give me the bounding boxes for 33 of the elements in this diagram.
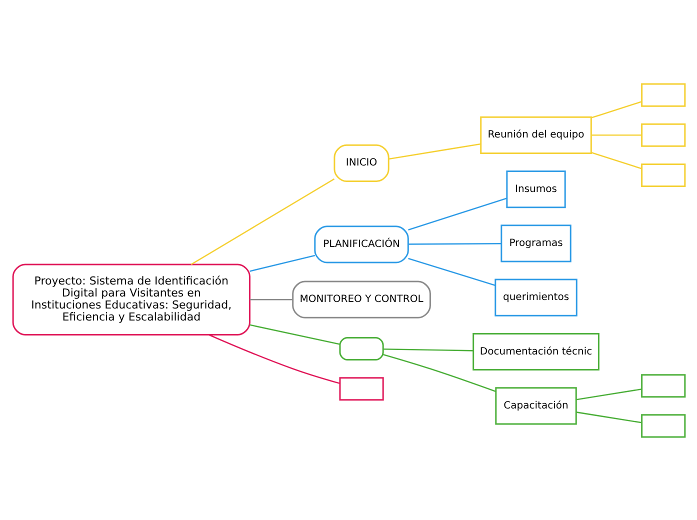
- node-box: Insumos: [506, 170, 566, 208]
- connector: [576, 411, 642, 423]
- connector: [190, 178, 334, 265]
- node-box: Documentación técnic: [472, 332, 599, 370]
- node-box: [640, 82, 686, 106]
- node-box: Capacitación: [494, 386, 576, 424]
- connector: [590, 151, 642, 169]
- connector: [208, 334, 340, 384]
- connector: [590, 134, 642, 136]
- node-box: [338, 376, 384, 400]
- connector: [249, 298, 292, 300]
- connector: [388, 142, 480, 160]
- connector: [408, 257, 495, 286]
- node-box: Proyecto: Sistema de Identificación Digital para Visitantes en Instituciones Educativas: Seguridad, Eficiencia y Escalabilidad: [12, 263, 250, 335]
- node-box: querimientos: [494, 278, 577, 316]
- node-box: [640, 414, 686, 438]
- node-box: Programas: [500, 224, 571, 262]
- connector: [249, 324, 340, 344]
- node-box: MONITOREO Y CONTROL: [292, 280, 430, 318]
- node-box: [640, 374, 686, 398]
- node-box: [640, 122, 686, 146]
- node-box: [338, 336, 384, 360]
- connector: [408, 242, 501, 244]
- connector: [408, 197, 507, 230]
- node-box: INICIO: [333, 144, 389, 182]
- node-box: PLANIFICACIÓN: [314, 225, 408, 263]
- node-box: Reunión del equipo: [480, 116, 592, 154]
- connector: [576, 388, 642, 400]
- connector: [249, 254, 315, 272]
- connector: [382, 348, 472, 351]
- node-box: [640, 162, 686, 187]
- connector: [590, 100, 642, 118]
- connector: [382, 353, 496, 392]
